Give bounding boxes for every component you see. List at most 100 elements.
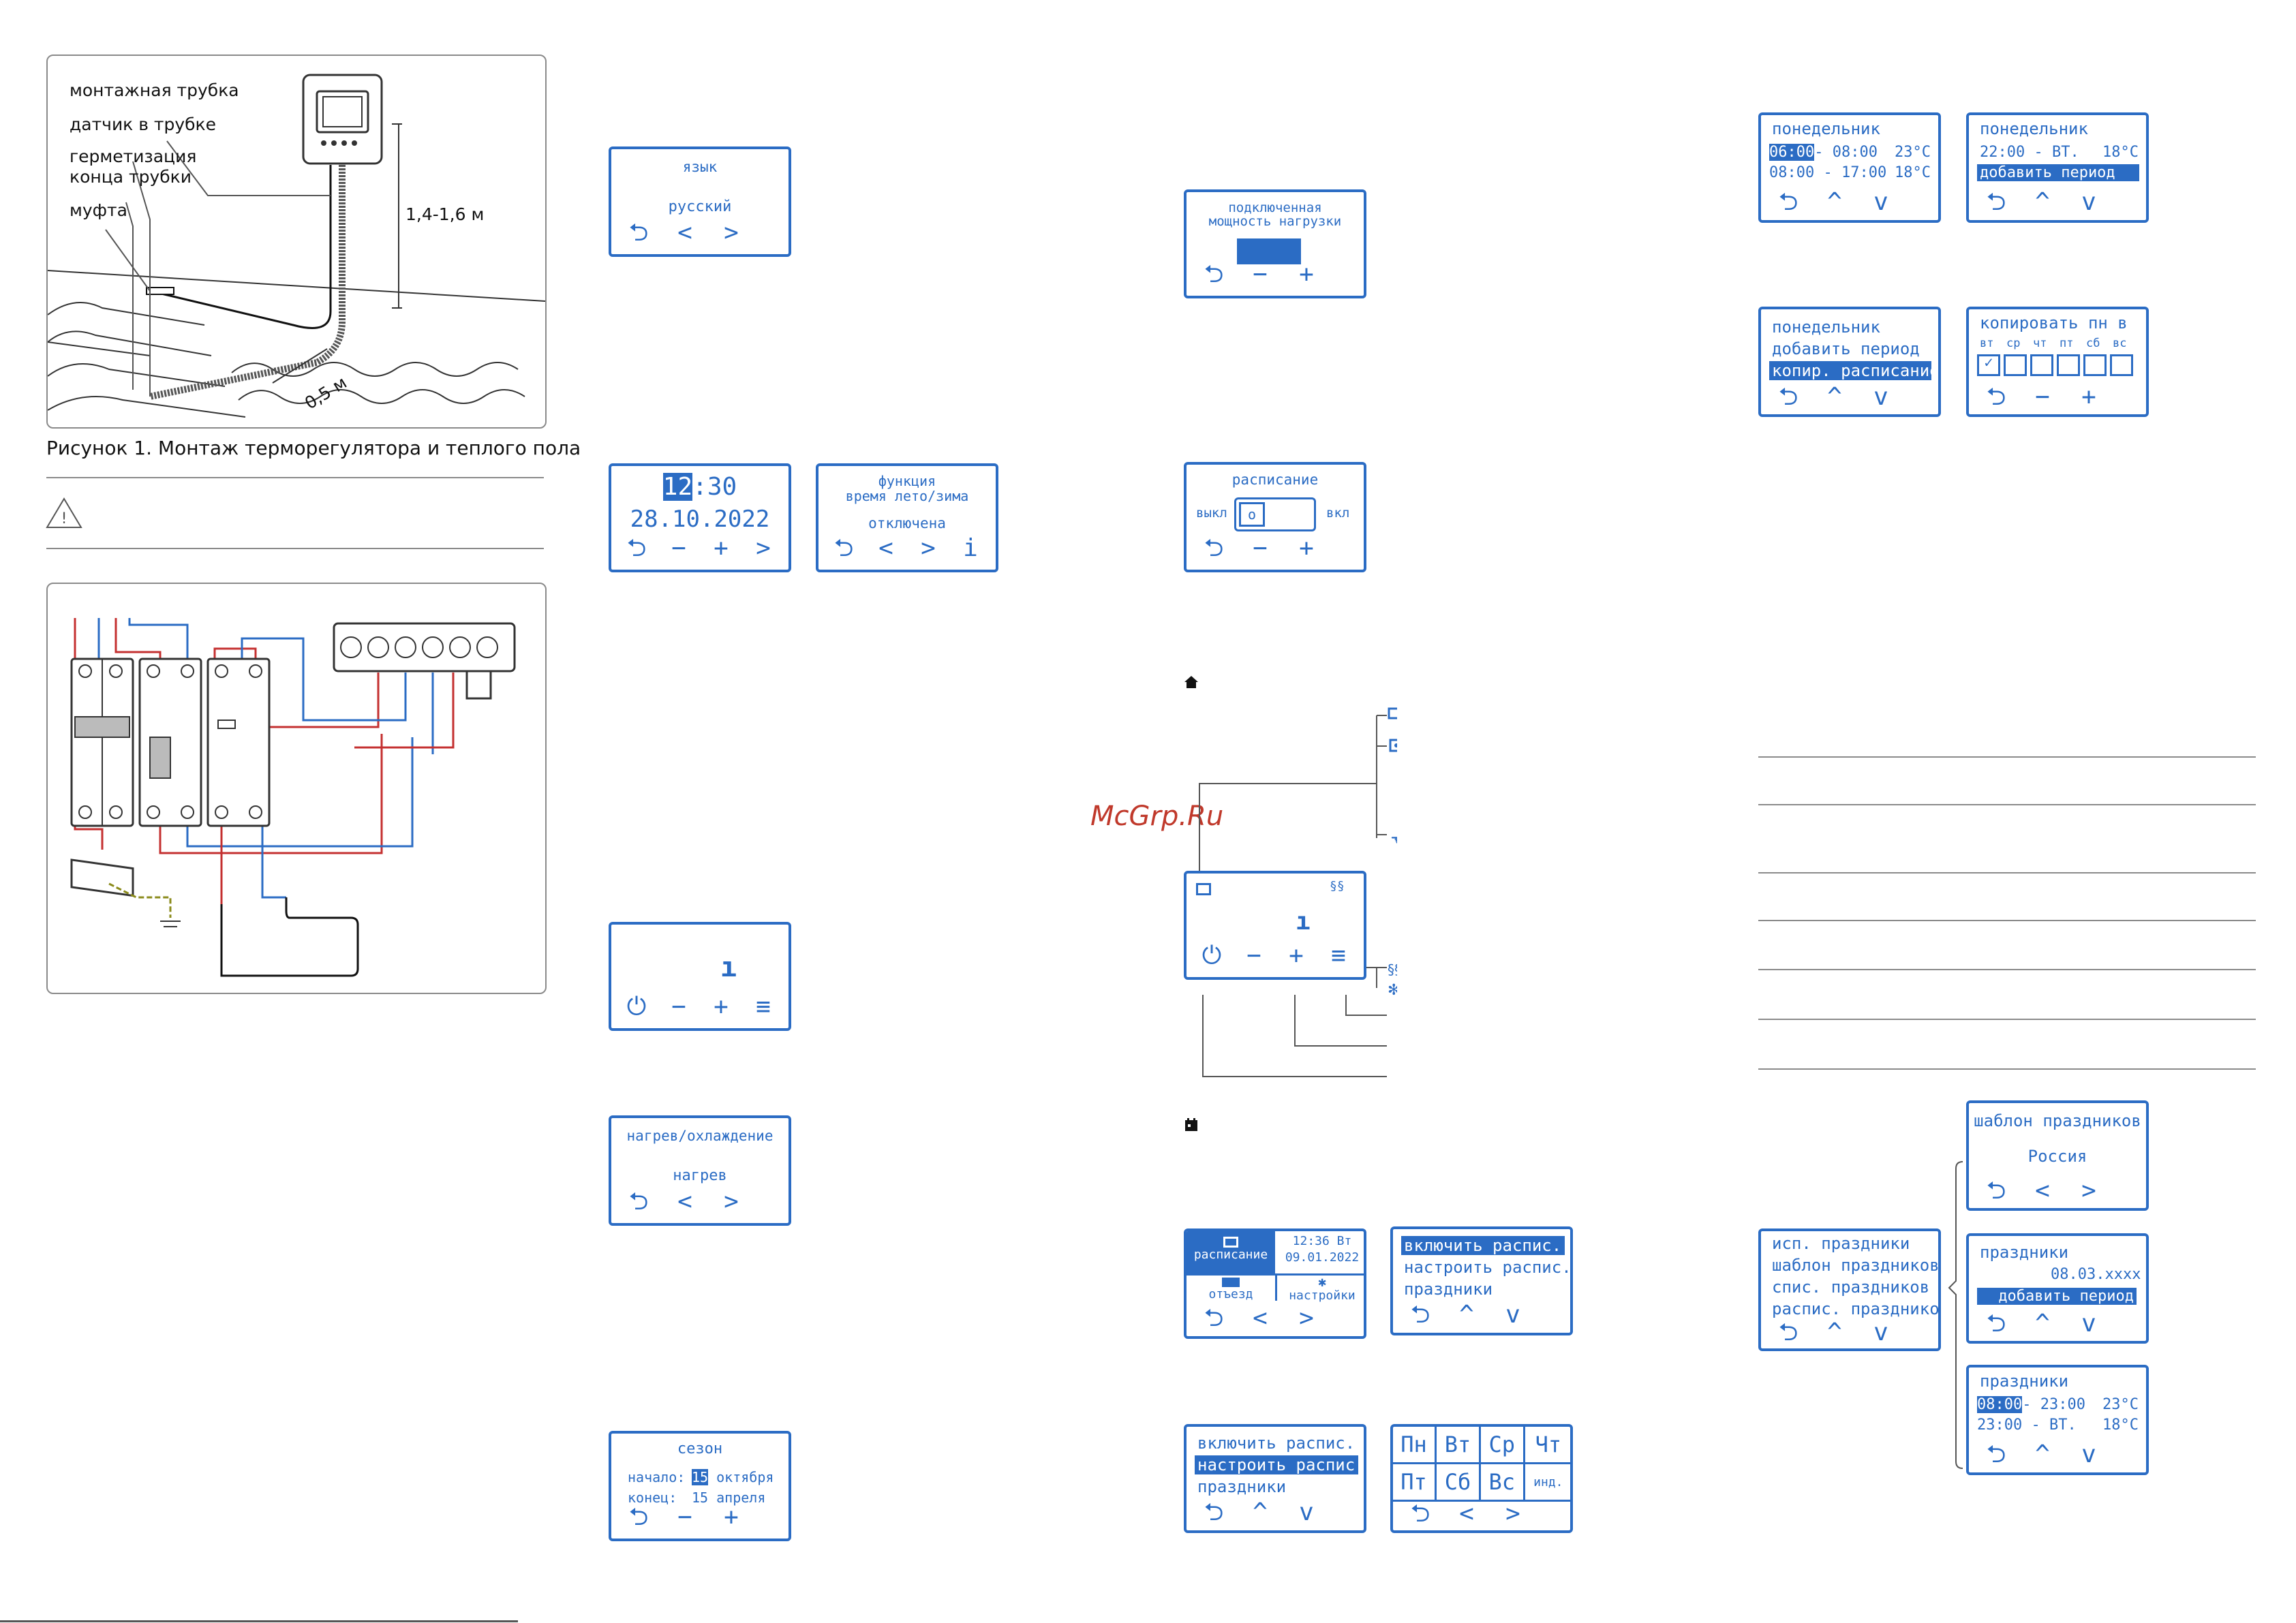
tile-schedule[interactable]: расписание [1187, 1231, 1275, 1273]
copy-checkbox-tue[interactable]: ✓ [1977, 354, 2000, 376]
mon-menu-item-1[interactable]: добавить период [1772, 339, 1920, 358]
left-button[interactable]: < [2035, 1177, 2050, 1205]
sched-menu1-item-0[interactable]: включить распис. [1401, 1236, 1565, 1255]
up-button[interactable]: ^ [1253, 1498, 1268, 1526]
plus-button[interactable]: + [724, 1503, 739, 1531]
back-button[interactable]: ⮌ [1204, 534, 1224, 562]
minus-button[interactable]: − [2035, 383, 2050, 411]
back-button[interactable]: ⮌ [626, 534, 647, 562]
holidays-item-1[interactable]: шаблон праздников [1772, 1256, 1940, 1275]
back-button[interactable]: ⮌ [1204, 260, 1224, 288]
holidays-item-0[interactable]: исп. праздники [1772, 1234, 1910, 1253]
tile-settings[interactable]: ✱ настройки [1278, 1275, 1364, 1303]
back-button[interactable]: ⮌ [1410, 1301, 1430, 1329]
left-button[interactable]: < [677, 1188, 692, 1216]
up-button[interactable]: ^ [1827, 383, 1842, 411]
back-button[interactable]: ⮌ [1778, 188, 1798, 216]
menu-button[interactable]: ≡ [756, 993, 771, 1021]
minus-button[interactable]: − [1253, 534, 1268, 562]
down-button[interactable]: v [1299, 1498, 1314, 1526]
down-button[interactable]: v [1873, 1318, 1888, 1346]
left-button[interactable]: < [878, 534, 893, 562]
clock-hours[interactable]: 12 [662, 473, 693, 501]
holiday-list-add[interactable]: добавить период [1977, 1288, 2137, 1305]
down-button[interactable]: v [1873, 188, 1888, 216]
down-button[interactable]: v [1505, 1301, 1520, 1329]
mon-add-period[interactable]: добавить период [1977, 164, 2139, 181]
copy-checkbox-wed[interactable] [2004, 354, 2027, 376]
sched-menu2-item-1[interactable]: настроить распис. [1195, 1455, 1364, 1474]
day-wed[interactable]: Ср [1480, 1427, 1525, 1464]
right-button[interactable]: > [1299, 1304, 1314, 1332]
info-button[interactable]: i [963, 534, 978, 562]
plus-button[interactable]: + [714, 534, 729, 562]
mon-p1-start[interactable]: 06:00 [1769, 144, 1815, 161]
copy-checkbox-thu[interactable] [2030, 354, 2053, 376]
back-button[interactable]: ⮌ [1986, 383, 2006, 411]
left-button[interactable]: < [1459, 1500, 1474, 1528]
back-button[interactable]: ⮌ [628, 219, 649, 247]
day-individual[interactable]: инд. [1524, 1463, 1570, 1502]
menu-button[interactable]: ≡ [1331, 942, 1346, 970]
down-button[interactable]: v [2081, 1440, 2096, 1468]
schedule-switch[interactable]: o [1234, 497, 1316, 531]
plus-button[interactable]: + [714, 993, 729, 1021]
back-button[interactable]: ⮌ [1778, 1318, 1798, 1346]
holidays-item-2[interactable]: спис. праздников [1772, 1278, 1930, 1297]
back-button[interactable]: ⮌ [1410, 1500, 1430, 1528]
day-mon[interactable]: Пн [1393, 1427, 1437, 1464]
back-button[interactable]: ⮌ [1986, 188, 2006, 216]
back-button[interactable]: ⮌ [1986, 1310, 2006, 1338]
right-button[interactable]: > [724, 1188, 739, 1216]
minus-button[interactable]: − [1253, 260, 1268, 288]
minus-button[interactable]: − [677, 1503, 692, 1531]
left-button[interactable]: < [1253, 1304, 1268, 1332]
season-start-day[interactable]: 15 [692, 1469, 709, 1485]
plus-button[interactable]: + [2081, 383, 2096, 411]
tile-away[interactable]: отъезд [1187, 1276, 1275, 1301]
day-fri[interactable]: Пт [1393, 1463, 1437, 1502]
up-button[interactable]: ^ [1459, 1301, 1474, 1329]
mon-menu-item-2[interactable]: копир. расписание [1769, 361, 1938, 380]
back-button[interactable]: ⮌ [1204, 1304, 1224, 1332]
down-button[interactable]: v [1873, 383, 1888, 411]
up-button[interactable]: ^ [2035, 188, 2050, 216]
back-button[interactable]: ⮌ [1986, 1177, 2006, 1205]
day-tue[interactable]: Вт [1435, 1427, 1481, 1464]
up-button[interactable]: ^ [2035, 1440, 2050, 1468]
next-button[interactable]: > [756, 534, 771, 562]
back-button[interactable]: ⮌ [1204, 1498, 1224, 1526]
plus-button[interactable]: + [1299, 260, 1314, 288]
sched-menu2-item-2[interactable]: праздники [1197, 1477, 1287, 1496]
minus-button[interactable]: − [671, 993, 686, 1021]
back-button[interactable]: ⮌ [1778, 383, 1798, 411]
back-button[interactable]: ⮌ [833, 534, 854, 562]
plus-button[interactable]: + [1289, 942, 1304, 970]
up-button[interactable]: ^ [2035, 1310, 2050, 1338]
power-button[interactable]: ⏻ [626, 993, 647, 1021]
left-button[interactable]: < [677, 219, 692, 247]
back-button[interactable]: ⮌ [628, 1503, 649, 1531]
day-thu[interactable]: Чт [1524, 1427, 1570, 1464]
down-button[interactable]: v [2081, 1310, 2096, 1338]
up-button[interactable]: ^ [1827, 188, 1842, 216]
sched-menu1-item-2[interactable]: праздники [1404, 1280, 1493, 1299]
minus-button[interactable]: − [671, 534, 686, 562]
right-button[interactable]: > [1505, 1500, 1520, 1528]
holidays-item-3[interactable]: распис. праздников [1772, 1299, 1941, 1318]
back-button[interactable]: ⮌ [1986, 1440, 2006, 1468]
day-sat[interactable]: Сб [1435, 1463, 1481, 1502]
up-button[interactable]: ^ [1827, 1318, 1842, 1346]
copy-checkbox-sat[interactable] [2083, 354, 2107, 376]
holiday-p1-start[interactable]: 08:00 [1977, 1396, 2023, 1413]
power-value-field[interactable] [1237, 238, 1301, 264]
sched-menu2-item-0[interactable]: включить распис. [1197, 1434, 1356, 1453]
right-button[interactable]: > [921, 534, 936, 562]
down-button[interactable]: v [2081, 188, 2096, 216]
minus-button[interactable]: − [1246, 942, 1261, 970]
right-button[interactable]: > [2081, 1177, 2096, 1205]
copy-checkbox-fri[interactable] [2057, 354, 2080, 376]
day-sun[interactable]: Вс [1480, 1463, 1525, 1502]
plus-button[interactable]: + [1299, 534, 1314, 562]
copy-checkbox-sun[interactable] [2110, 354, 2133, 376]
